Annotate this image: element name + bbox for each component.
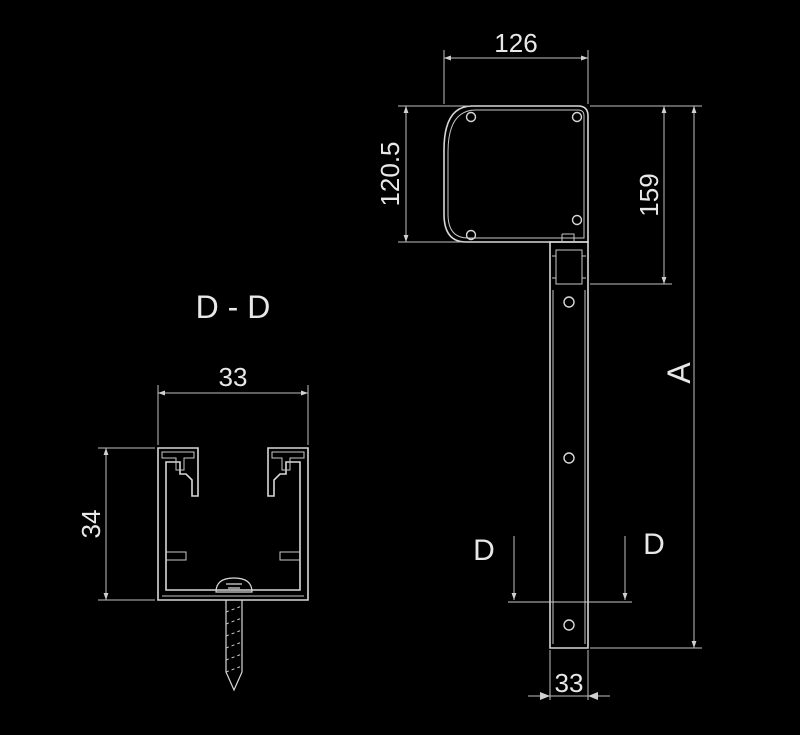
section-cut-line: D D	[473, 528, 665, 603]
head-plate	[443, 105, 589, 243]
total-length-dimension: A	[590, 105, 702, 649]
screw	[215, 577, 253, 692]
section-width-dimension: 33	[157, 362, 309, 445]
post-width-dimension: 33	[528, 650, 610, 700]
post-hole-3	[563, 619, 575, 631]
section-height-value: 34	[76, 510, 106, 539]
head-width-dimension: 126	[443, 28, 589, 104]
head-height-dimension: 120.5	[375, 105, 470, 243]
section-width-value: 33	[219, 362, 248, 392]
overall-head-value: 159	[634, 173, 664, 216]
section-profile	[157, 447, 309, 601]
total-length-value: A	[661, 362, 697, 384]
overall-head-dimension: 159	[590, 105, 672, 285]
section-view: D - D 33 34	[76, 289, 309, 692]
head-height-value: 120.5	[375, 141, 405, 206]
head-hole-top-left	[465, 111, 477, 123]
head-hole-bottom-left	[465, 229, 477, 241]
post-hole-2	[563, 452, 575, 464]
head-hole-top-right	[571, 111, 583, 123]
elevation-view: 126 120.5 159 A	[375, 28, 702, 700]
post	[549, 233, 589, 649]
post-hole-1	[563, 296, 575, 308]
section-cut-label-left: D	[473, 534, 495, 567]
head-hole-bottom-right	[571, 214, 583, 226]
post-width-value: 33	[555, 668, 584, 698]
section-height-dimension: 34	[76, 447, 155, 601]
head-width-value: 126	[494, 28, 537, 58]
section-label: D - D	[196, 289, 271, 325]
section-cut-label-right: D	[643, 528, 665, 561]
